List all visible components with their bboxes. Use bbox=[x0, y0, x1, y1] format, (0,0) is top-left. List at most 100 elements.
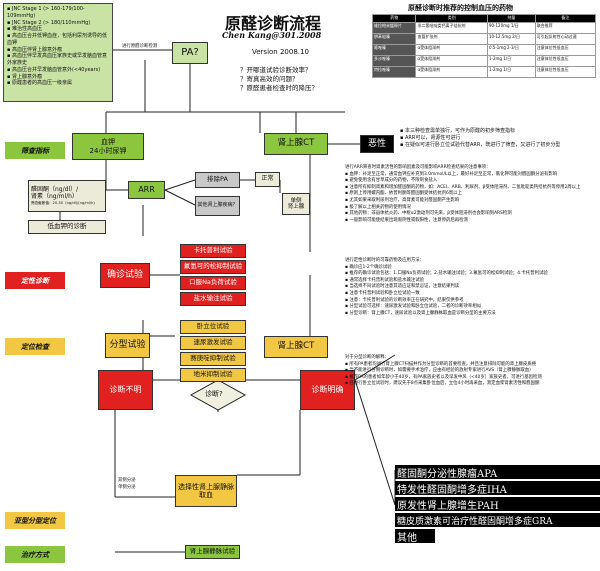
drug-table: 药物 类别 剂量 备注 维拉帕米缓释片 非二氢吡啶类钙离子拮抗剂 90-120m… bbox=[371, 14, 597, 78]
subtype-test-item: 速尿激发试验 bbox=[180, 336, 246, 350]
blood-k-node: 血钾 24小时尿钾 bbox=[72, 133, 144, 160]
confirm-test-item: 盐水输注试验 bbox=[180, 292, 246, 306]
drug-cell: 注意体位性低血压 bbox=[534, 55, 597, 67]
drug-cell: 血管扩张剂 bbox=[415, 33, 488, 45]
unilateral-node: 单侧 肾上腺 bbox=[282, 193, 310, 215]
drug-cell: 10-12.5mg 2/日 bbox=[486, 33, 536, 45]
drug-cell: 注意体位性低血压 bbox=[534, 44, 597, 56]
drug-cell: 维拉帕米缓释片 bbox=[371, 22, 417, 34]
malignant-note: 本三种检查需单独行，可作为原醛的初步筛查指标 bbox=[400, 128, 595, 135]
drug-cell: α受体阻滞剂 bbox=[415, 44, 488, 56]
drug-cell: 特拉唑嗪 bbox=[371, 66, 417, 78]
confirm-test-list: 卡托普利试验 氟氢可的松抑制试验 口服Na负荷试验 盐水输注试验 bbox=[180, 244, 246, 306]
version-label: Version 2008.10 bbox=[252, 48, 309, 56]
screening-item: 肾上腺意外瘤 bbox=[7, 74, 109, 81]
drug-cell: 1-2mg 1/日 bbox=[486, 66, 536, 78]
stage-localize: 定位检查 bbox=[5, 338, 65, 355]
drug-cell: 非二氢吡啶类钙离子拮抗剂 bbox=[415, 22, 488, 34]
confirm-notes: 进行定性诊断时的可靠药物及应用方法： 确诊应1-2个确诊试验 推荐的确诊试验包括… bbox=[345, 258, 595, 317]
subtype-test-item: 地米抑制试验 bbox=[180, 368, 246, 382]
subtype-note: 在进行卧立位试验时，建议先于8点采集卧位血后，立位4小时再采血，测定血浆肾素活性… bbox=[345, 381, 595, 388]
malignant-node: 恶性 bbox=[360, 135, 394, 153]
malignant-notes: 本三种检查需单独行，可作为原醛的初步筛查指标 ARR可以，肾源性可进行 在疑似可… bbox=[400, 128, 595, 148]
author-line: Chen Kang@301.2008 bbox=[222, 30, 322, 40]
arr-node: ARR bbox=[128, 181, 165, 199]
drug-cell: 可引起反射性心动过速 bbox=[534, 33, 597, 45]
stage-treat: 治疗方式 bbox=[5, 546, 65, 563]
result-apa: 醛固酮分泌性腺瘤APA bbox=[395, 465, 600, 480]
confirm-note: 分型试验可选择：速尿激发试验和卧立位试验，二者的诊断效率相似 bbox=[345, 304, 595, 311]
confirm-note: 通常选择卡托普利试验和盐水输注试验 bbox=[345, 278, 595, 285]
stage-subtype: 亚型分型定位 bbox=[5, 512, 65, 529]
questions: ？开哪道试验诊断效率？ ？寄真高效的问题？ ？原醛患者检查时的降压？ bbox=[240, 66, 318, 92]
pa-node: PA? bbox=[172, 42, 208, 64]
confirm-test-item: 氟氢可的松抑制试验 bbox=[180, 260, 246, 274]
question-3: ？原醛患者检查时的降压？ bbox=[240, 83, 318, 92]
stage-confirm: 定性诊断 bbox=[5, 272, 65, 289]
subtype-note: 所有PA患者均进行肾上腺CT扫描并作为分型诊断的首要检查，并且注意排除可能的肾上… bbox=[345, 362, 595, 369]
confirm-notes-title: 进行定性诊断时的可靠药物及应用方法： bbox=[345, 258, 425, 263]
confirm-note: 当选择不同试验时注意其适应证和禁忌证，注意结果判读 bbox=[345, 284, 595, 291]
diag-unclear-node: 诊断不明 bbox=[98, 370, 153, 410]
subtype-test-list: 卧立位试验 速尿激发试验 赛庚啶抑制试验 地米抑制试验 bbox=[180, 320, 246, 382]
result-pah: 原发性肾上腺增生PAH bbox=[395, 497, 600, 512]
drug-col-header: 剂量 bbox=[486, 14, 536, 23]
drug-col-header: 类别 bbox=[415, 14, 488, 23]
subtype-notes: 对于分型诊断的解释： 所有PA患者均进行肾上腺CT扫描并作为分型诊断的首要检查，… bbox=[345, 355, 595, 388]
arr-notes-title: 进行ARR筛查时肾素活性的影响因素及可能影响ARR检查结果的注意事项： bbox=[345, 165, 491, 170]
decision-diamond bbox=[189, 379, 247, 411]
diag-question: 诊断? bbox=[205, 390, 223, 398]
confirm-note: 注意：卡托普利试验的诊断效率正在研究中，结果仅供参考 bbox=[345, 298, 595, 305]
drug-cell: 注意体位性低血压 bbox=[534, 66, 597, 78]
drug-cell: 肼苯哒嗪 bbox=[371, 33, 417, 45]
result-other: 其他 bbox=[395, 529, 435, 544]
screening-item: 高血压伴早发高血压家族史或早发脑血管意外家族史 bbox=[7, 53, 109, 67]
drug-table-header: 原醛诊断时推荐的控制血压的药物 bbox=[408, 4, 513, 12]
drug-cell: 联合推荐 bbox=[534, 22, 597, 34]
subtype-test-item: 赛庚啶抑制试验 bbox=[180, 352, 246, 366]
adrenal-vein-test-node: 肾上腺静脉试验 bbox=[185, 545, 240, 559]
screening-list: JNC Stage 1 (> 160-179/100-109mmHg) JNC … bbox=[3, 3, 113, 102]
adrenal-ct-top-node: 肾上腺CT bbox=[264, 133, 328, 155]
result-iha: 特发性醛固酮增多症IHA bbox=[395, 481, 600, 496]
subtype-note: 当不能进行分侧诊断时，如需要手术治疗，应由有经验的放射专家进行AVS（肾上腺静脉… bbox=[345, 368, 595, 375]
av-note: 双侧分泌 单侧分泌 bbox=[118, 478, 136, 490]
subtype-test-node: 分型试验 bbox=[105, 333, 150, 358]
drug-col-header: 药物 bbox=[371, 14, 417, 23]
subtype-test-item: 卧立位试验 bbox=[180, 320, 246, 334]
arr-note: 尤其如果采取利尿剂治疗，高肾素可能对醛固酮产生影响 bbox=[345, 198, 595, 205]
drug-col-header: 备注 bbox=[534, 14, 597, 23]
page-title: 原醛诊断流程 bbox=[225, 14, 322, 33]
arr-note: 血钾：补足至正常，通常血钾应补充到3.0mmol/L以上，最好补足至正常，氯化钾… bbox=[345, 172, 595, 179]
arr-cutoff-note: 筛查截断值：20-30（ng/dl)/(ng/ml/h) bbox=[31, 200, 95, 205]
question-2: ？寄真高效的问题？ bbox=[240, 74, 299, 83]
drug-cell: 哌唑嗪 bbox=[371, 44, 417, 56]
arr-note: 其他药物：非甾体抗炎药、中枢α2激动剂可先来，β受体阻滞剂也会影响到ARS检测 bbox=[345, 211, 595, 218]
subtype-notes-title: 对于分型诊断的解释： bbox=[345, 355, 389, 360]
exclude-pa-node: 排除PA bbox=[195, 172, 240, 188]
malignant-note: 在疑似可进行卧立位试验代替ARR，既进行了筛查，又进行了初步分型 bbox=[400, 142, 595, 149]
low-k-dx-node: 低血钾的诊断 bbox=[28, 220, 106, 234]
arr-note: 注意所有抑制肾素和增加醛固酮的药物，如：ACEI、ARB、利尿剂、β受体阻滞剂、… bbox=[345, 185, 595, 192]
drug-cell: 多沙唑嗪 bbox=[371, 55, 417, 67]
screening-item: 高血压伴肾上腺意外瘤 bbox=[7, 47, 109, 54]
drug-cell: 0.5-1mg 2-3/日 bbox=[486, 44, 536, 56]
drug-cell: α受体阻滞剂 bbox=[415, 55, 488, 67]
subtype-note: 推荐PA的患者如年龄小于40岁，有PA家族史者以及早发中风（<40岁）家族史者，… bbox=[345, 375, 595, 382]
screening-item: 难治性高血压 bbox=[7, 26, 109, 33]
drug-cell: 90-120mg 1/日 bbox=[486, 22, 536, 34]
screening-item: 高血压合并低钾血症，包括利尿剂诱导的低血钾 bbox=[7, 33, 109, 47]
screening-arrow-label: 进行原醛诊断检测 bbox=[122, 44, 158, 49]
arr-note: 原则上停用螺内酯、依普利酮等醛固酮受体拮抗剂6周以上 bbox=[345, 191, 595, 198]
select-av-node: 选择性肾上腺静脉取血 bbox=[175, 475, 237, 507]
arr-note: 极了解以上相关药物的使用情况 bbox=[345, 205, 595, 212]
stage-screening: 筛查指标 bbox=[5, 142, 65, 159]
arr-notes: 进行ARR筛查时肾素活性的影响因素及可能影响ARR检查结果的注意事项： 血钾：补… bbox=[345, 165, 595, 224]
aldo-ratio-label: 醛固酮（ng/dl）/ 肾素（ng/ml/h） bbox=[31, 186, 79, 200]
confirm-note: 注意卡托普利试验和卧立位试验一致 bbox=[345, 291, 595, 298]
diag-clear-node: 诊断明确 bbox=[300, 370, 355, 410]
adrenal-ct-mid-node: 肾上腺CT bbox=[264, 336, 328, 358]
result-gra: 糖皮质激素可治疗性醛固酮增多症GRA bbox=[395, 513, 600, 527]
arr-note: 避免使用含有甘草成分的药物，不限制食盐入 bbox=[345, 178, 595, 185]
aldo-ratio-box: 醛固酮（ng/dl）/ 肾素（ng/ml/h） 筛查截断值：20-30（ng/d… bbox=[28, 180, 106, 212]
